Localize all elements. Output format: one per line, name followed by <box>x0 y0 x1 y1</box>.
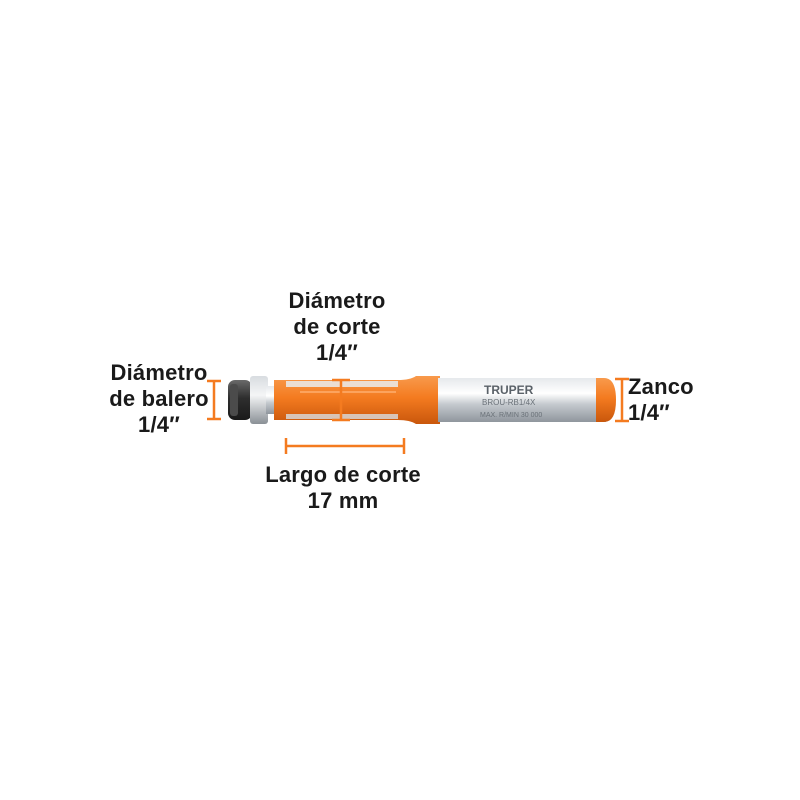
bearing-diameter-value: 1/4″ <box>138 411 180 437</box>
cutting-length-line1: Largo de corte <box>265 462 421 487</box>
cutting-diameter-line2: de corte <box>293 313 381 339</box>
cutter-body <box>274 376 440 424</box>
bearing <box>228 380 252 420</box>
cutting-length-value: 17 mm <box>307 487 379 513</box>
cutting-length-label: Largo de corte 17 mm <box>258 462 428 514</box>
cutting-diameter-label: Diámetro de corte 1/4″ <box>262 288 412 366</box>
rating-engraving: MAX. R/MIN 30 000 <box>480 412 542 419</box>
cutting-length-dimension <box>284 438 406 454</box>
shank-label: Zanco 1/4″ <box>628 374 698 426</box>
bearing-diameter-line1: Diámetro <box>110 360 208 385</box>
shank <box>438 378 616 422</box>
bearing-diameter-label: Diámetro de balero 1/4″ <box>96 360 222 438</box>
cutting-diameter-dimension <box>332 378 350 422</box>
brand-engraving: TRUPER <box>484 383 534 397</box>
bearing-diameter-line2: de balero <box>109 385 209 411</box>
model-engraving: BROU-RB1/4X <box>482 398 536 407</box>
shank-value: 1/4″ <box>628 399 670 425</box>
cutting-diameter-line1: Diámetro <box>288 288 386 313</box>
bearing-collar <box>250 376 276 424</box>
bearing-diameter-dimension <box>207 379 221 421</box>
shank-line1: Zanco <box>628 374 694 399</box>
shank-diameter-dimension <box>615 377 629 423</box>
cutting-diameter-value: 1/4″ <box>316 339 358 365</box>
